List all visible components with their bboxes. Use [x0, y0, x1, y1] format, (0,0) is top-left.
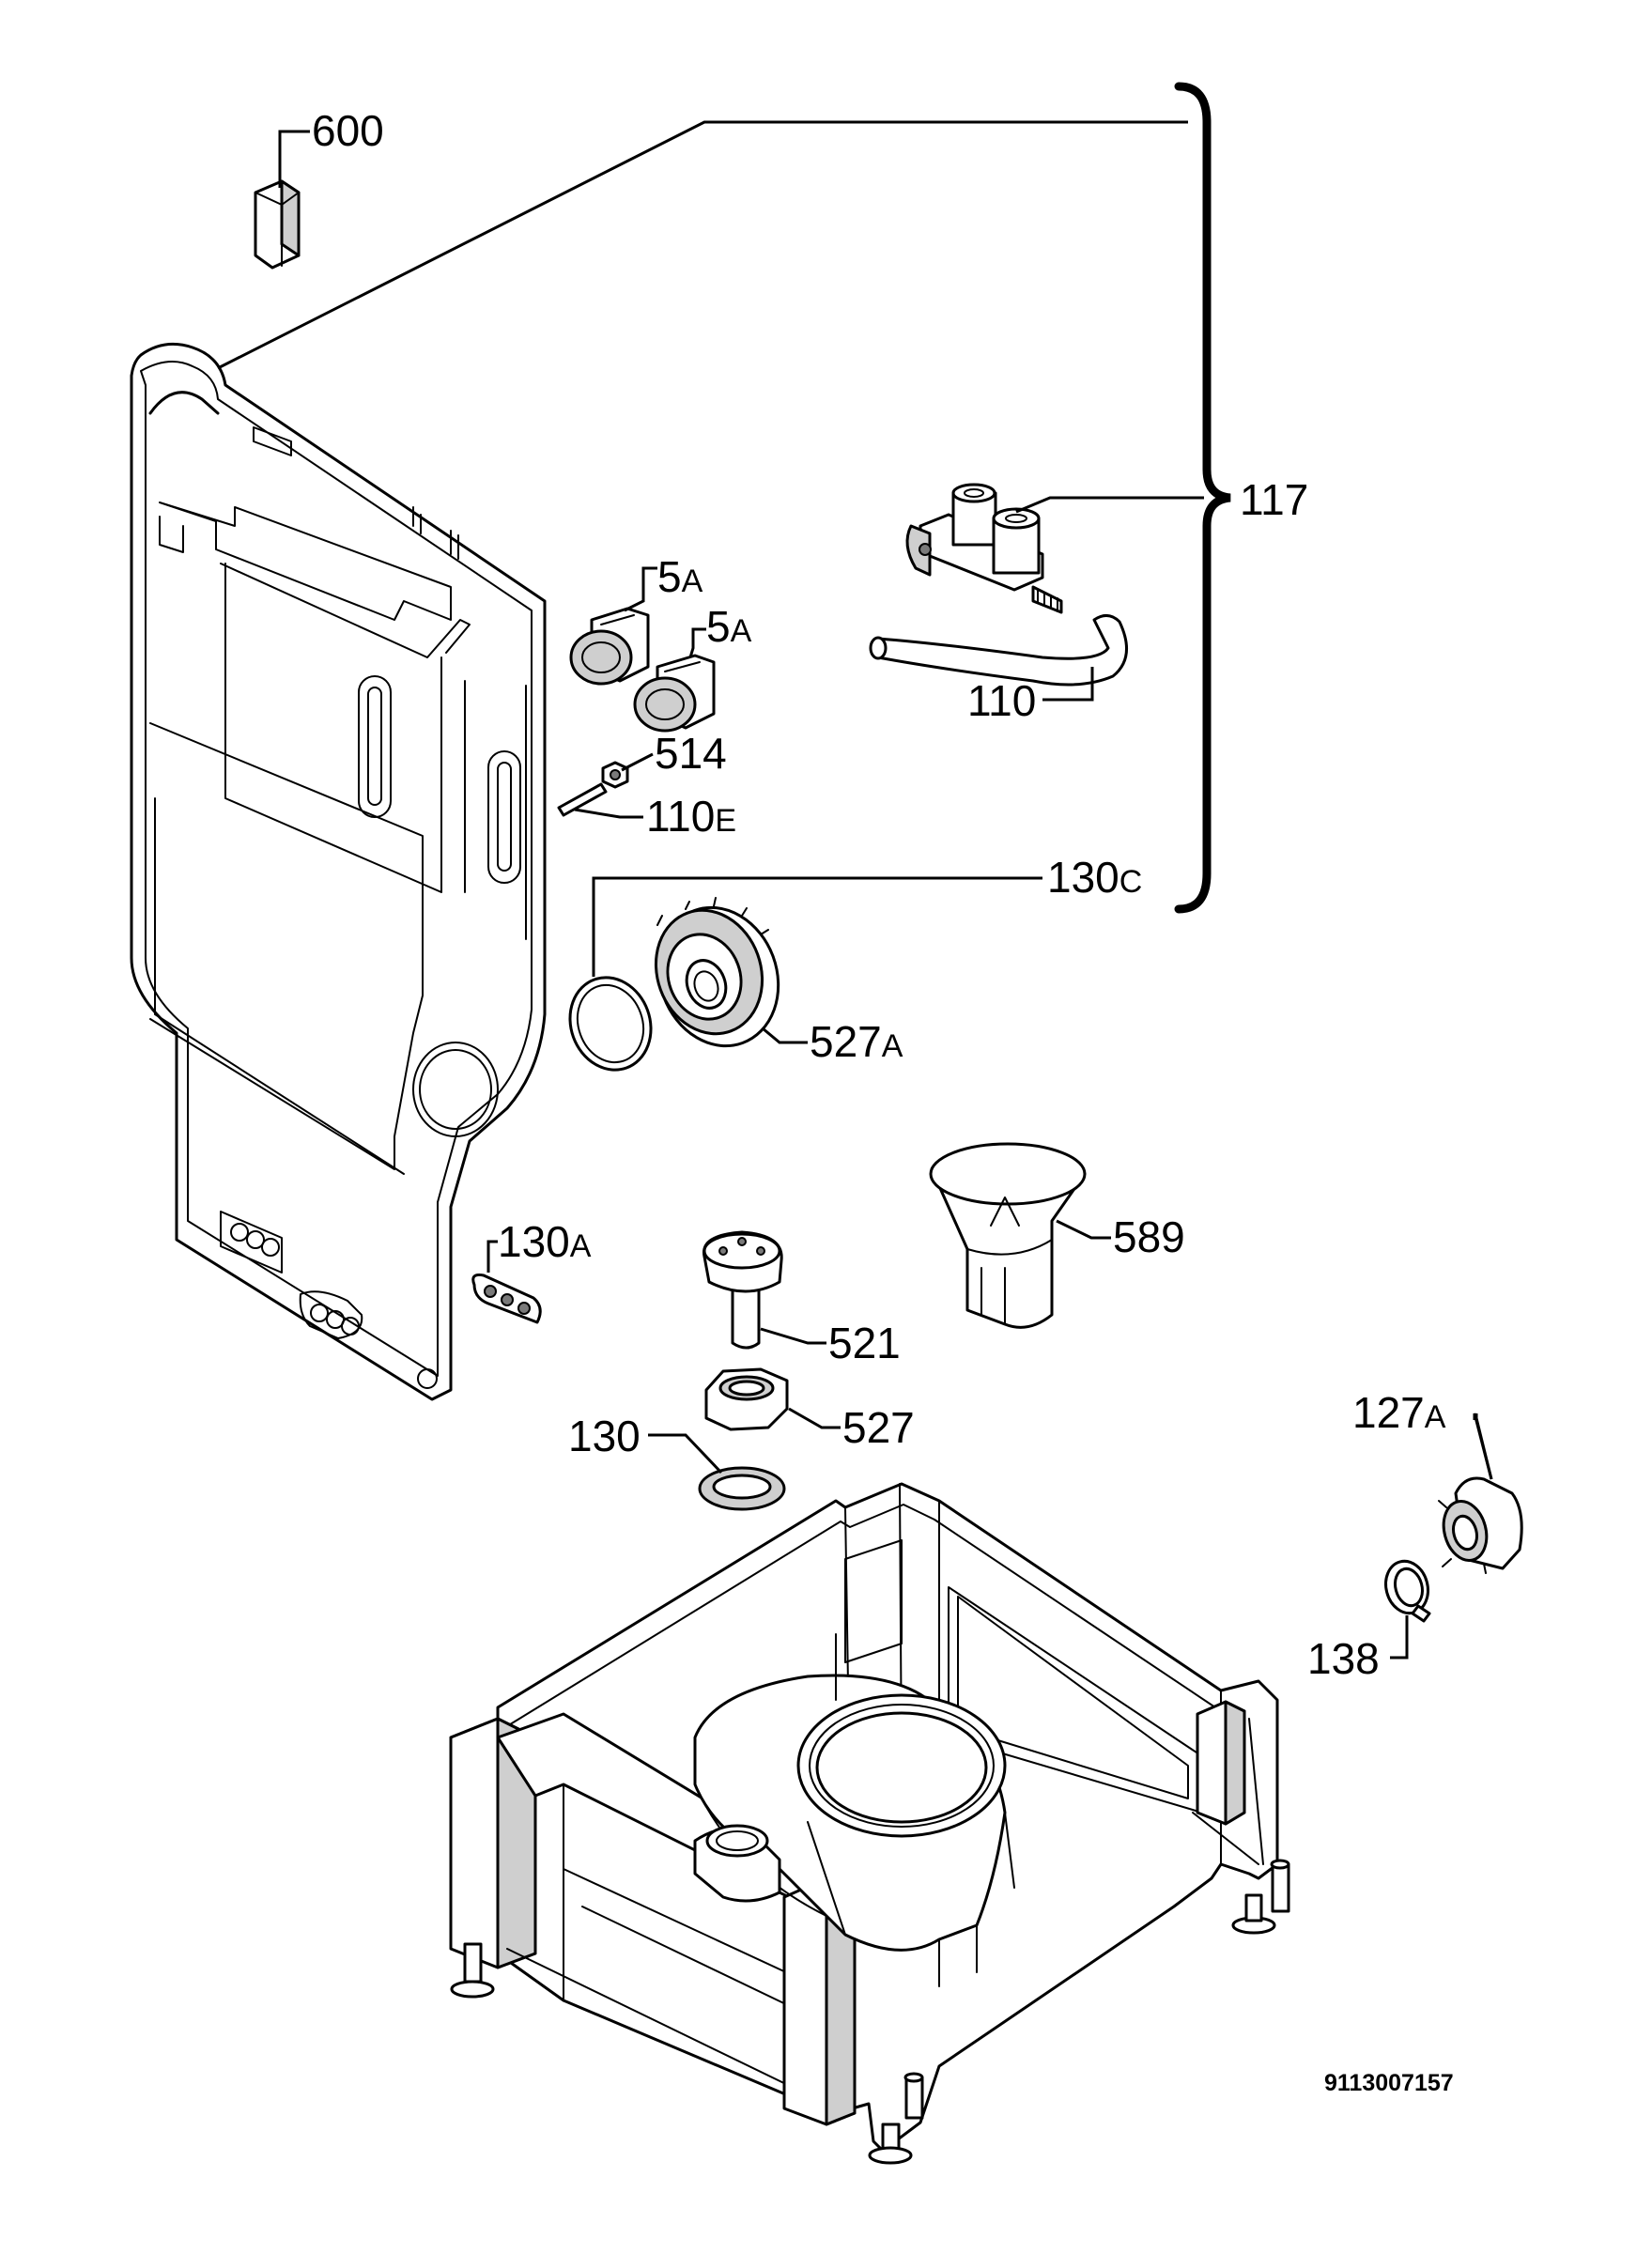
label-5a-2: 5A	[706, 602, 752, 651]
leader-5a-2	[688, 627, 706, 658]
leader-117	[217, 120, 1188, 370]
leader-589	[1056, 1219, 1111, 1240]
part-110e-tube	[557, 782, 608, 817]
leader-130	[648, 1433, 723, 1474]
part-127a-connector	[1438, 1476, 1523, 1574]
label-589: 589	[1113, 1212, 1185, 1261]
label-514: 514	[655, 729, 727, 778]
label-130a: 130A	[498, 1217, 592, 1266]
part-labels: 600 117 5A 5A 110 514 110E 130C 527A 589…	[312, 106, 1454, 2096]
leader-138	[1390, 1615, 1409, 1660]
leader-514	[621, 752, 654, 772]
label-110e: 110E	[646, 792, 736, 841]
leader-527a	[762, 1027, 808, 1044]
leader-lines	[217, 120, 1493, 1660]
label-521: 521	[828, 1319, 901, 1367]
label-110: 110	[967, 676, 1036, 725]
base-frame	[449, 1482, 1290, 2165]
part-110-hose	[869, 614, 1129, 687]
leader-117-valve	[1015, 496, 1204, 514]
part-514-screw	[601, 761, 629, 789]
part-117-valve-assembly	[905, 483, 1063, 614]
part-5a-valve-2	[633, 654, 716, 733]
label-130c: 130C	[1047, 853, 1142, 902]
label-600: 600	[312, 106, 384, 155]
label-527a: 527A	[810, 1017, 903, 1066]
document-id: 9113007157	[1324, 2070, 1454, 2096]
label-130: 130	[568, 1412, 641, 1460]
part-527-hexnut	[704, 1367, 789, 1431]
part-521-bolt	[702, 1230, 783, 1350]
part-527a-nut	[654, 897, 780, 1048]
leader-127a-b	[1474, 1413, 1493, 1480]
leader-110e	[574, 808, 643, 819]
leader-527	[788, 1407, 841, 1429]
part-5a-valve-1	[569, 607, 650, 686]
leader-130a	[486, 1240, 498, 1273]
label-117: 117	[1240, 475, 1308, 524]
part-600-block	[254, 179, 301, 270]
label-127a: 127A	[1352, 1388, 1446, 1437]
label-527: 527	[842, 1403, 915, 1452]
part-138-clamp	[1384, 1559, 1431, 1623]
bracket-117	[1174, 82, 1231, 914]
part-130-seal	[698, 1466, 786, 1511]
label-5a-1: 5A	[657, 552, 703, 601]
leader-600	[278, 130, 310, 188]
side-panel	[130, 342, 547, 1401]
leader-130c	[592, 876, 1042, 977]
leader-110	[1042, 667, 1094, 702]
leader-521	[760, 1327, 826, 1345]
leader-5a-1	[624, 566, 657, 612]
part-130a-plate	[471, 1274, 542, 1324]
part-130c-ring	[568, 976, 653, 1072]
part-589-funnel	[929, 1142, 1087, 1329]
label-138: 138	[1307, 1634, 1380, 1683]
